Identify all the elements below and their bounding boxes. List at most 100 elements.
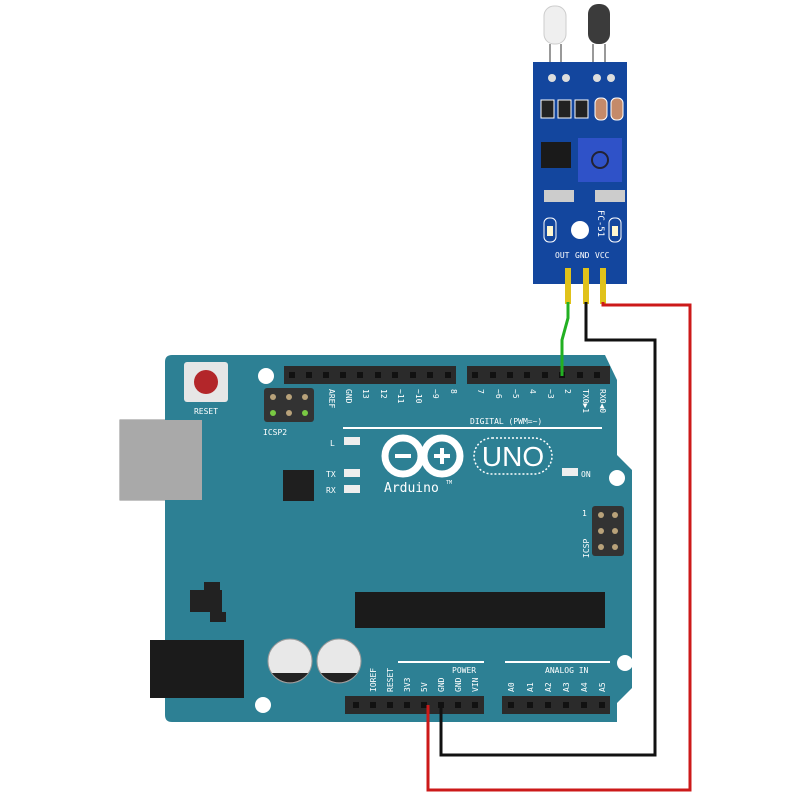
header-pin[interactable]	[306, 372, 312, 378]
header-pin[interactable]	[410, 372, 416, 378]
arduino-label: Arduino	[384, 481, 439, 496]
header-pin[interactable]	[323, 372, 329, 378]
digital-pin-label: ~11	[396, 389, 405, 404]
digital-pin-label: 12	[379, 389, 388, 399]
header-pin[interactable]	[392, 372, 398, 378]
header-pin[interactable]	[542, 372, 548, 378]
icsp-header	[592, 506, 624, 556]
header-pin[interactable]	[594, 372, 600, 378]
sensor-pin-out: OUT	[555, 251, 570, 260]
power-pin-label: IOREF	[369, 668, 378, 692]
analog-header	[502, 696, 610, 714]
analog-pin-label: A4	[580, 682, 589, 692]
analog-pin-label: A3	[562, 682, 571, 692]
potentiometer	[578, 138, 622, 182]
model-label: UNO	[482, 441, 544, 472]
icsp2-header	[264, 388, 314, 422]
power-pin-label: RESET	[386, 668, 395, 692]
header-pin[interactable]	[421, 702, 427, 708]
digital-pin-label: ~10	[414, 389, 423, 404]
header-pin[interactable]	[427, 372, 433, 378]
header-pin[interactable]	[524, 372, 530, 378]
header-pin[interactable]	[375, 372, 381, 378]
signal-wire[interactable]	[560, 302, 570, 376]
led-l	[344, 437, 360, 445]
power-pin-label: GND	[454, 677, 463, 692]
sensor-pin	[565, 268, 571, 304]
analog-pin-label: A2	[544, 682, 553, 692]
header-pin[interactable]	[527, 702, 533, 708]
reset-button[interactable]	[184, 362, 228, 402]
trademark: TM	[446, 480, 452, 486]
analog-pin-label: A0	[507, 682, 516, 692]
led-tx	[344, 469, 360, 477]
sensor-pin	[600, 268, 606, 304]
ir-receiver-led	[588, 4, 610, 44]
capacitor	[267, 638, 313, 684]
power-wire[interactable]	[426, 302, 692, 792]
header-pin[interactable]	[289, 372, 295, 378]
header-pin[interactable]	[387, 702, 393, 708]
sensor-pin-vcc: VCC	[595, 251, 610, 260]
header-pin[interactable]	[445, 372, 451, 378]
sensor-pin-gnd: GND	[575, 251, 590, 260]
power-pin-label: 5V	[420, 682, 429, 692]
digital-pin-label: 2	[563, 389, 572, 394]
header-pin[interactable]	[472, 702, 478, 708]
led-tx-label: TX	[326, 470, 336, 479]
header-pin[interactable]	[563, 702, 569, 708]
header-pin[interactable]	[508, 702, 514, 708]
mounting-hole	[255, 697, 271, 713]
led-on	[562, 468, 578, 476]
header-pin[interactable]	[545, 702, 551, 708]
usb-chip	[283, 470, 314, 501]
digital-pin-label: 7	[476, 389, 485, 394]
digital-pin-label: 4	[528, 389, 537, 394]
ir-sensor-module	[533, 4, 627, 284]
digital-pin-label: ~3	[546, 389, 555, 399]
arduino-logo-icon	[381, 434, 464, 478]
icsp-label: ICSP	[582, 539, 591, 558]
sensor-model-label: FC-51	[595, 210, 605, 237]
mounting-hole	[258, 368, 274, 384]
voltage-regulator	[190, 582, 226, 622]
header-pin[interactable]	[353, 702, 359, 708]
power-jack-body	[150, 640, 244, 698]
header-pin[interactable]	[357, 372, 363, 378]
digital-pin-label: ~9	[431, 389, 440, 399]
header-pin[interactable]	[340, 372, 346, 378]
header-pin[interactable]	[455, 702, 461, 708]
header-pin[interactable]	[472, 372, 478, 378]
analog-pin-label: A5	[598, 682, 607, 692]
header-pin[interactable]	[370, 702, 376, 708]
analog-label: ANALOG IN	[545, 666, 589, 675]
digital-pin-label: AREF	[327, 389, 336, 408]
digital-pin-label: ~6	[494, 389, 503, 399]
header-pin[interactable]	[404, 702, 410, 708]
power-label: POWER	[452, 666, 476, 675]
digital-label: DIGITAL (PWM=~)	[470, 417, 542, 426]
header-pin[interactable]	[490, 372, 496, 378]
header-pin[interactable]	[581, 702, 587, 708]
header-pin[interactable]	[507, 372, 513, 378]
icsp-pin1-label: 1	[582, 509, 587, 518]
power-pin-label: 3V3	[403, 677, 412, 692]
arduino-uno-board	[165, 355, 632, 722]
digital-header	[284, 366, 610, 384]
header-pin[interactable]	[599, 702, 605, 708]
led-l-label: L	[330, 439, 335, 448]
mounting-hole	[617, 655, 633, 671]
usb-port	[120, 420, 202, 500]
header-pin[interactable]	[577, 372, 583, 378]
ground-wire[interactable]	[439, 302, 657, 757]
power-header	[345, 696, 484, 714]
digital-pin-label: 13	[361, 389, 370, 399]
mounting-hole	[609, 470, 625, 486]
icsp2-label: ICSP2	[263, 428, 287, 437]
reset-label: RESET	[194, 407, 218, 416]
ir-emitter-led	[543, 5, 567, 45]
uno-badge	[473, 437, 553, 475]
led-rx-label: RX	[326, 486, 336, 495]
